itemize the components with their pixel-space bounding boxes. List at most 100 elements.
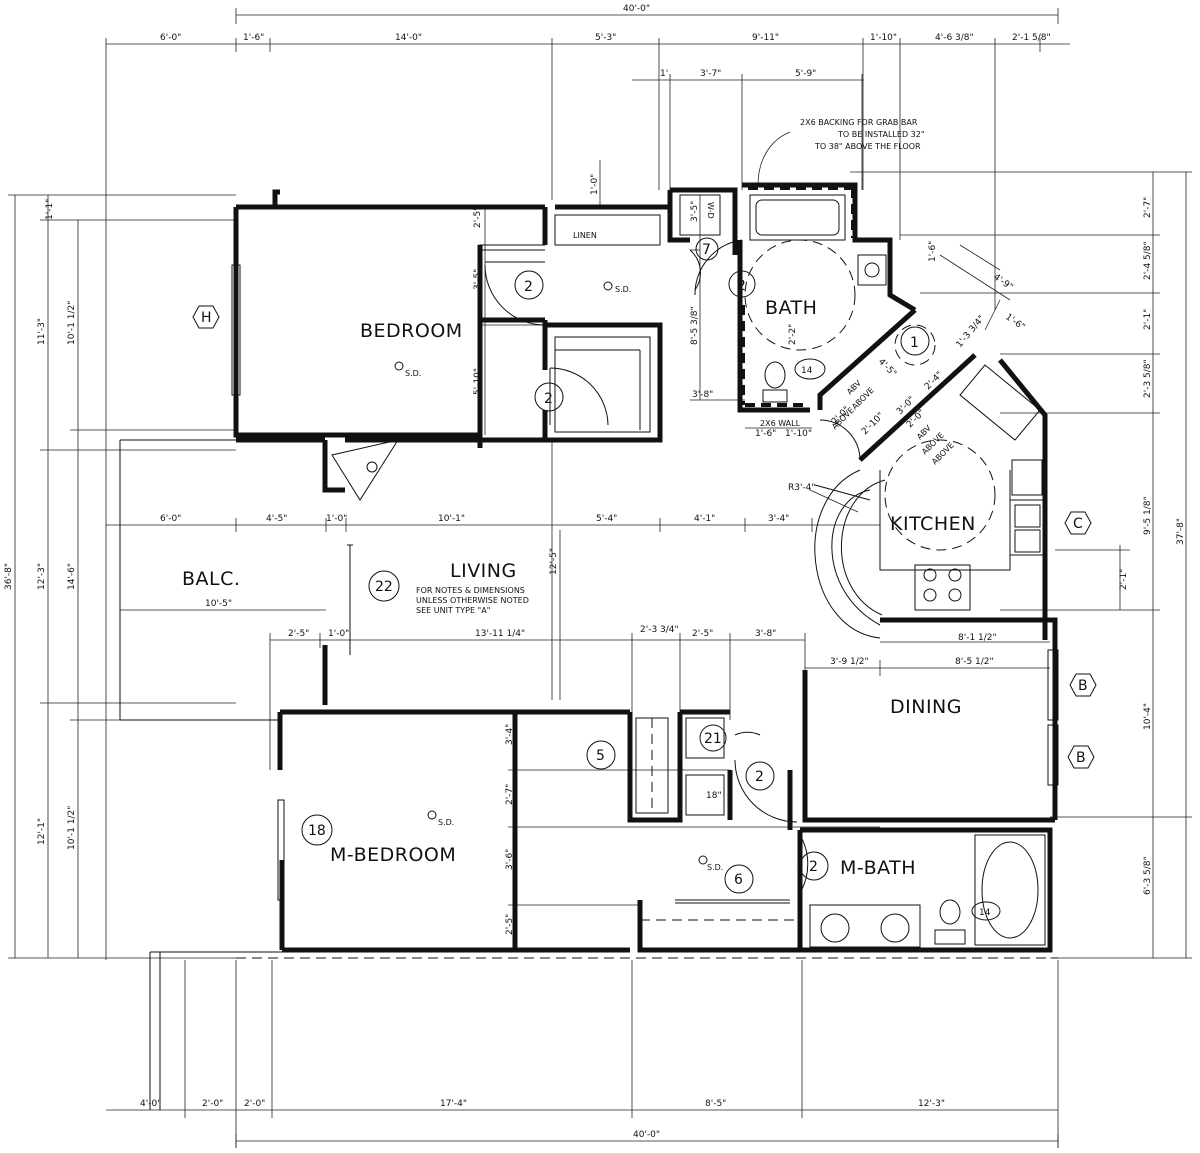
dim-top2-1: 3'-7": [700, 69, 721, 79]
hex-c: C: [1073, 516, 1083, 532]
dim-left2-0: 11'-3": [37, 318, 47, 345]
dim-mid-4: 5'-4": [596, 514, 617, 524]
dim-living-row-0: 2'-5": [288, 629, 309, 639]
dim-top-3: 5'-3": [595, 33, 616, 43]
dim-mid-2: 1'-0": [326, 514, 347, 524]
tag-closet-5: 5: [596, 748, 605, 764]
living-note-2: UNLESS OTHERWISE NOTED: [416, 596, 529, 605]
tag-mbath-door: 2: [809, 859, 818, 875]
dim-left2-1: 12'-3": [37, 563, 47, 590]
dim-right-5: 2'-1": [1119, 569, 1129, 590]
dim-left2-2: 12'-1": [37, 818, 47, 845]
dim-bottom-1: 2'-0": [202, 1099, 223, 1109]
linen-label: LINEN: [573, 231, 597, 240]
hex-b-2: B: [1076, 750, 1086, 766]
tag-closet-door: 2: [544, 391, 553, 407]
dim-right-1: 2'-4 5/8": [1143, 241, 1153, 280]
m-bath-label: M-BATH: [840, 857, 916, 879]
dim-mbed-v-3: 2'-5": [505, 914, 515, 935]
dim-kdiag-1: 1'-6": [928, 241, 938, 262]
dim-right-6: 10'-4": [1143, 703, 1153, 730]
dim-left3-1: 10'-1 1/2": [67, 301, 77, 345]
dim-top-6: 4'-6 3/8": [935, 33, 974, 43]
dim-mid-5: 4'-1": [694, 514, 715, 524]
dim-mid-3: 10'-1": [438, 514, 465, 524]
dim-living-row-2: 13'-11 1/4": [475, 629, 525, 639]
dim-bath-2x6: 2X6 WALL: [760, 419, 801, 428]
grab-bar-note-1: 2X6 BACKING FOR GRAB BAR: [800, 118, 918, 127]
tag-wd: 7: [702, 242, 711, 258]
dim-left3-2: 14'-6": [67, 563, 77, 590]
dim-top-1: 1'-6": [243, 33, 264, 43]
tag-mbath-14: 14: [979, 908, 991, 918]
bedroom-label: BEDROOM: [360, 320, 463, 342]
dim-living-row-5: 3'-8": [755, 629, 776, 639]
dim-right-2: 2'-1": [1143, 309, 1153, 330]
tag-closet-6: 6: [734, 872, 743, 888]
dim-bath-v-2: 8'-5 3/8": [690, 306, 700, 345]
tag-mbed-door: 2: [755, 769, 764, 785]
dim-dining-0: 8'-1 1/2": [958, 633, 997, 643]
dim-overall-top: 40'-0": [623, 4, 650, 14]
sd-bedroom-2: S.D.: [405, 369, 421, 378]
dim-kitchen-r: R3'-4": [788, 483, 816, 493]
circle-tags: [301, 237, 1001, 921]
dim-living-row-1: 1'-0": [328, 629, 349, 639]
dim-bath-v-0: 1'-0": [590, 174, 600, 195]
dim-bath-v-1: 3'-5": [690, 201, 700, 222]
bath-label: BATH: [765, 297, 817, 319]
smoke-detector-marks: [394, 281, 708, 865]
walls: [233, 182, 1058, 953]
dim-right-0: 2'-7": [1143, 197, 1153, 218]
tag-bedroom-door: 2: [524, 279, 533, 295]
hexagon-tag-text: H C B B: [201, 310, 1088, 766]
room-labels: BEDROOM BATH KITCHEN BALC. LIVING DINING…: [182, 202, 976, 879]
interior-detail: [119, 186, 1059, 1110]
sd-mbedroom: S.D.: [438, 818, 454, 827]
tag-bath-1: 1: [910, 335, 919, 351]
balc-label: BALC.: [182, 568, 240, 590]
sd-bedroom-1: S.D.: [615, 285, 631, 294]
dimension-lines: [8, 8, 1192, 1148]
dim-bedroom-v-1: 3'-5": [473, 269, 483, 290]
dim-top-4: 9'-11": [752, 33, 779, 43]
grab-bar-note-2: TO BE INSTALLED 32": [837, 130, 925, 139]
living-label: LIVING: [450, 560, 517, 582]
dim-right-7: 6'-3 5/8": [1143, 856, 1153, 895]
dim-left-outer: 36'-8": [4, 563, 14, 590]
wd-label: W-D: [706, 202, 715, 219]
dim-top-2: 14'-0": [395, 33, 422, 43]
dim-top-0: 6'-0": [160, 33, 181, 43]
dim-living-row-4: 2'-5": [692, 629, 713, 639]
living-note-1: FOR NOTES & DIMENSIONS: [416, 586, 525, 595]
dim-bottom-2: 2'-0": [244, 1099, 265, 1109]
dim-bath-v-3: 3'-8": [692, 390, 713, 400]
dining-label: DINING: [890, 696, 962, 718]
dim-mbed-v-1: 2'-7": [505, 784, 515, 805]
dim-bedroom-v-2: 5'-10": [473, 368, 483, 395]
dim-kdiag-2: 1'-3 3/4": [955, 314, 988, 350]
dim-bottom-4: 8'-5": [705, 1099, 726, 1109]
dim-overall-bottom: 40'-0": [633, 1130, 660, 1140]
sd-closet: S.D.: [707, 863, 723, 872]
dim-kdiag-4: 4'-5": [876, 357, 898, 379]
dim-bottom-0: 4'-0": [140, 1099, 161, 1109]
tag-living-22: 22: [375, 579, 393, 595]
dim-mid-6: 3'-4": [768, 514, 789, 524]
dim-right-outer: 37'-8": [1176, 518, 1186, 545]
hex-h: H: [201, 310, 212, 326]
dim-balc-width: 10'-5": [205, 599, 232, 609]
tag-toilet-14: 14: [801, 366, 813, 376]
dim-bath-bottom-0: 1'-6": [755, 429, 776, 439]
hexagon-tags: [192, 305, 1097, 769]
dim-top-5: 1'-10": [870, 33, 897, 43]
notes: 2X6 BACKING FOR GRAB BAR TO BE INSTALLED…: [405, 118, 925, 872]
dim-bottom-3: 17'-4": [440, 1099, 467, 1109]
dim-dining-1: 3'-9 1/2": [830, 657, 869, 667]
dim-bottom-5: 12'-3": [918, 1099, 945, 1109]
m-bedroom-label: M-BEDROOM: [330, 844, 456, 866]
kitchen-label: KITCHEN: [890, 513, 976, 535]
dim-right-4: 9'-5 1/8": [1143, 496, 1153, 535]
dim-living-height: 12'-5": [549, 548, 559, 575]
dim-kdiag-8: 2'-10": [860, 411, 886, 437]
